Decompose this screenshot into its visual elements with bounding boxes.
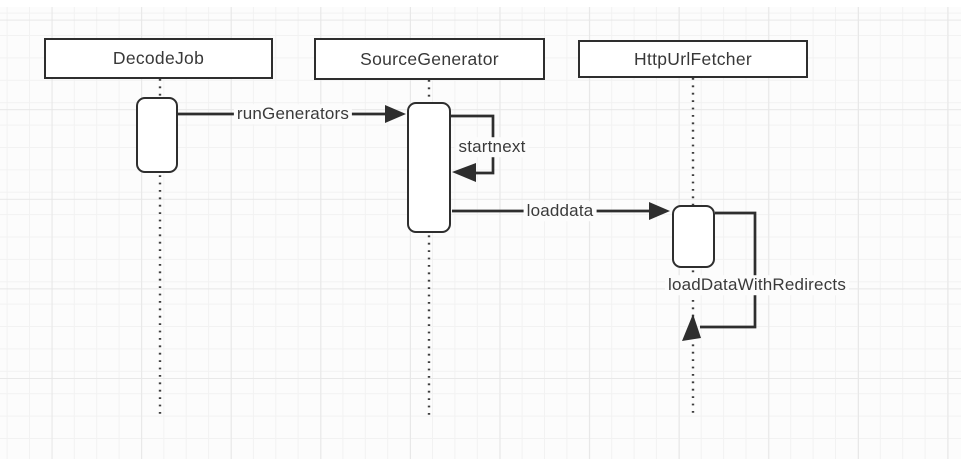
participant-box-httpurlfetcher[interactable]: HttpUrlFetcher bbox=[578, 40, 808, 78]
top-margin-strip bbox=[0, 0, 961, 7]
activation-decodejob[interactable] bbox=[136, 97, 178, 173]
participant-box-sourcegenerator[interactable]: SourceGenerator bbox=[314, 38, 545, 80]
message-label-rungenerators[interactable]: runGenerators bbox=[233, 104, 353, 124]
message-label-loaddata[interactable]: loaddata bbox=[523, 201, 597, 221]
activation-sourcegenerator[interactable] bbox=[407, 102, 451, 233]
message-label-loaddatawithredirects[interactable]: loadDataWithRedirects bbox=[664, 275, 850, 295]
participant-label-sourcegenerator: SourceGenerator bbox=[360, 48, 499, 69]
participant-box-decodejob[interactable]: DecodeJob bbox=[44, 38, 273, 79]
participant-label-decodejob: DecodeJob bbox=[112, 48, 205, 68]
participant-label-httpurlfetcher: HttpUrlFetcher bbox=[634, 48, 752, 69]
self-message-arrow-loaddatawithredirects[interactable] bbox=[682, 211, 757, 341]
message-label-startnext[interactable]: startnext bbox=[455, 137, 529, 157]
activation-httpurlfetcher[interactable] bbox=[672, 205, 715, 268]
